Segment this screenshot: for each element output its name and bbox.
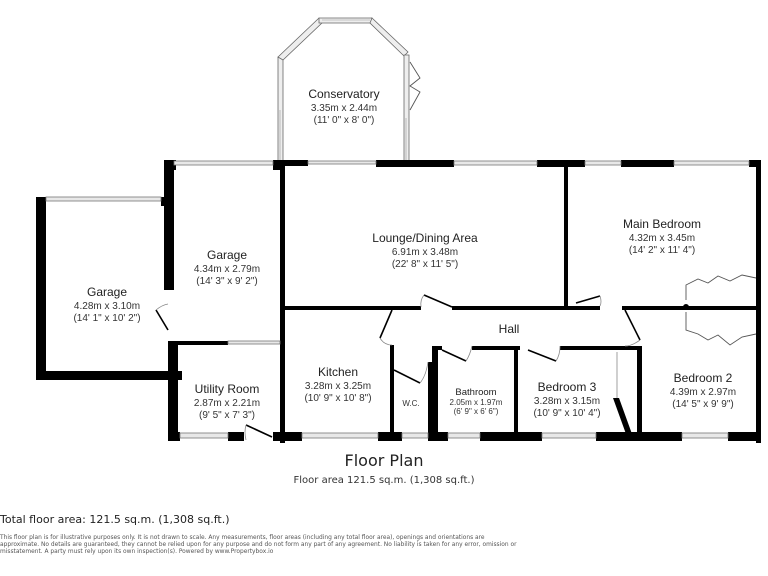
total-floor-area: Total floor area: 121.5 sq.m. (1,308 sq.… — [0, 513, 230, 526]
room-label-bedroom3: Bedroom 3 3.28m x 3.15m (10' 9" x 10' 4"… — [533, 380, 600, 419]
conservatory-structure — [277, 17, 421, 163]
room-label-garage-right: Garage 4.34m x 2.79m (14' 3" x 9' 2") — [194, 248, 260, 287]
floor-plan-title: Floor Plan — [344, 451, 424, 470]
room-imperial: (6' 9" x 6' 6") — [454, 407, 499, 416]
room-metric: 4.32m x 3.45m — [629, 233, 695, 244]
room-metric: 4.34m x 2.79m — [194, 264, 260, 275]
room-name: Hall — [499, 322, 520, 336]
room-name: Garage — [87, 285, 127, 299]
disclaimer: This floor plan is for illustrative purp… — [0, 535, 600, 556]
room-name: Main Bedroom — [623, 217, 701, 231]
room-imperial: (22' 8" x 11' 5") — [392, 259, 458, 270]
room-label-garage-left: Garage 4.28m x 3.10m (14' 1" x 10' 2") — [73, 285, 140, 324]
doors — [155, 274, 757, 441]
room-metric: 6.91m x 3.48m — [392, 247, 458, 258]
room-label-bedroom2: Bedroom 2 4.39m x 2.97m (14' 5" x 9' 9") — [670, 371, 736, 410]
room-metric: 2.05m x 1.97m — [450, 398, 503, 407]
floor-area-caption: Floor area 121.5 sq.m. (1,308 sq.ft.) — [293, 475, 475, 486]
room-label-conservatory: Conservatory 3.35m x 2.44m (11' 0" x 8' … — [308, 87, 379, 126]
room-label-hall: Hall — [499, 322, 520, 336]
room-label-main-bedroom: Main Bedroom 4.32m x 3.45m (14' 2" x 11'… — [623, 217, 701, 256]
room-name: Garage — [207, 248, 247, 262]
room-imperial: (9' 5" x 7' 3") — [199, 410, 255, 421]
room-imperial: (10' 9" x 10' 8") — [304, 393, 371, 404]
disclaimer-line: approximate. No details are guaranteed, … — [0, 542, 517, 548]
room-metric: 4.39m x 2.97m — [670, 387, 736, 398]
room-name: W.C. — [402, 399, 419, 408]
room-name: Lounge/Dining Area — [372, 231, 478, 245]
room-imperial: (14' 2" x 11' 4") — [629, 245, 695, 256]
windows — [45, 160, 750, 439]
room-label-wc: W.C. — [402, 399, 419, 408]
room-imperial: (11' 0" x 8' 0") — [314, 115, 375, 126]
room-imperial: (10' 9" x 10' 4") — [533, 408, 600, 419]
disclaimer-line: misstatement. A party must rely upon its… — [0, 549, 274, 555]
room-metric: 3.28m x 3.25m — [305, 381, 371, 392]
disclaimer-line: This floor plan is for illustrative purp… — [0, 535, 485, 541]
room-name: Bathroom — [455, 387, 496, 398]
room-name: Kitchen — [318, 365, 358, 379]
room-name: Utility Room — [195, 382, 260, 396]
room-imperial: (14' 3" x 9' 2") — [196, 276, 258, 287]
room-name: Conservatory — [308, 87, 379, 101]
room-imperial: (14' 5" x 9' 9") — [672, 399, 734, 410]
room-metric: 4.28m x 3.10m — [74, 301, 140, 312]
room-name: Bedroom 2 — [674, 371, 733, 385]
room-imperial: (14' 1" x 10' 2") — [73, 313, 140, 324]
room-label-utility: Utility Room 2.87m x 2.21m (9' 5" x 7' 3… — [194, 382, 260, 421]
room-name: Bedroom 3 — [538, 380, 597, 394]
walls — [36, 160, 761, 443]
room-metric: 3.35m x 2.44m — [311, 103, 377, 114]
room-label-bathroom: Bathroom 2.05m x 1.97m (6' 9" x 6' 6") — [450, 387, 503, 416]
room-metric: 2.87m x 2.21m — [194, 398, 260, 409]
room-label-lounge: Lounge/Dining Area 6.91m x 3.48m (22' 8"… — [372, 231, 478, 270]
room-label-kitchen: Kitchen 3.28m x 3.25m (10' 9" x 10' 8") — [304, 365, 371, 404]
room-metric: 3.28m x 3.15m — [534, 396, 600, 407]
